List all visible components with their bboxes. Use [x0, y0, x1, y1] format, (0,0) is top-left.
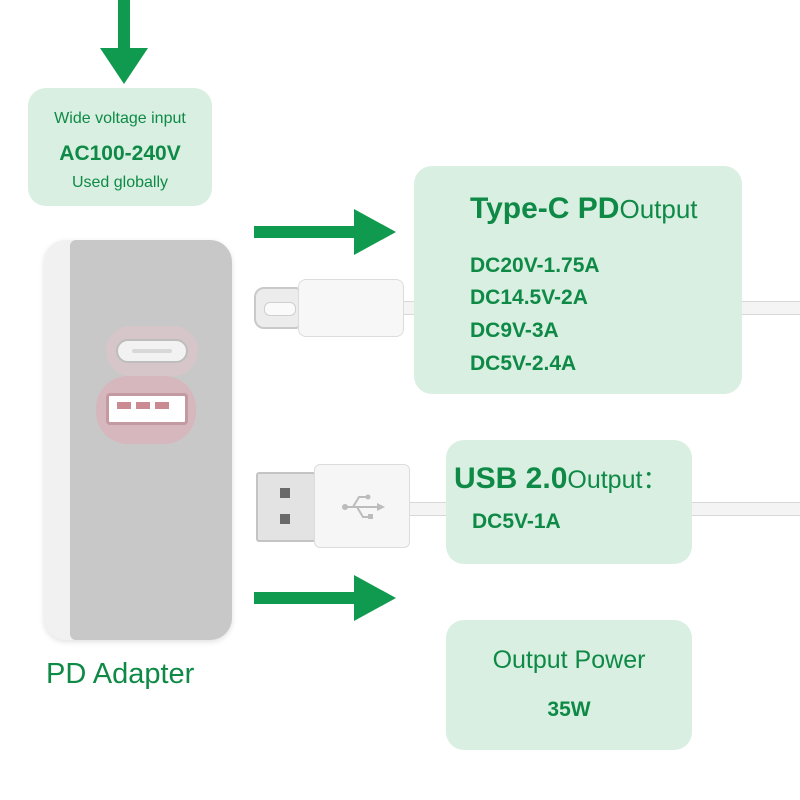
output-power-label: Output Power — [492, 646, 646, 674]
usb-a-plug-icon — [256, 472, 316, 542]
right-arrow-icon — [254, 209, 396, 255]
type-c-title-normal: Output — [619, 194, 698, 224]
pd-adapter-device — [44, 240, 232, 640]
right-arrow-icon — [254, 575, 396, 621]
type-c-plug-housing — [298, 279, 404, 337]
input-voltage-box: Wide voltage input AC100-240V Used globa… — [28, 88, 212, 206]
type-c-spec: DC14.5V-2A — [470, 286, 588, 309]
usb-title: USB 2.0Output： — [454, 460, 667, 496]
usb-plug-housing — [314, 464, 410, 548]
usb-a-port-icon — [96, 376, 196, 444]
usb-spec: DC5V-1A — [472, 510, 561, 533]
input-global-label: Used globally — [71, 174, 169, 191]
usb-title-normal: Output： — [567, 466, 668, 494]
input-voltage-value: AC100-240V — [59, 142, 181, 165]
type-c-spec: DC5V-2.4A — [470, 352, 577, 375]
usb-c-port-icon — [106, 326, 198, 376]
type-c-spec: DC9V-3A — [470, 319, 559, 342]
output-power-box: Output Power 35W — [446, 620, 692, 750]
type-c-spec: DC20V-1.75A — [470, 254, 600, 277]
usb-output-box: USB 2.0Output： DC5V-1A — [446, 440, 692, 564]
usb-title-bold: USB 2.0 — [454, 462, 568, 495]
type-c-title-bold: Type-C PD — [470, 192, 620, 225]
type-c-title: Type-C PDOutput — [470, 192, 698, 226]
usb-symbol-icon — [342, 494, 385, 519]
down-arrow-icon — [100, 0, 148, 84]
type-c-plug-icon — [254, 287, 300, 329]
adapter-label: PD Adapter — [46, 658, 195, 690]
output-power-value: 35W — [547, 698, 591, 721]
input-voltage-label: Wide voltage input — [54, 110, 186, 127]
type-c-output-box: Type-C PDOutput DC20V-1.75A DC14.5V-2A D… — [414, 166, 742, 394]
